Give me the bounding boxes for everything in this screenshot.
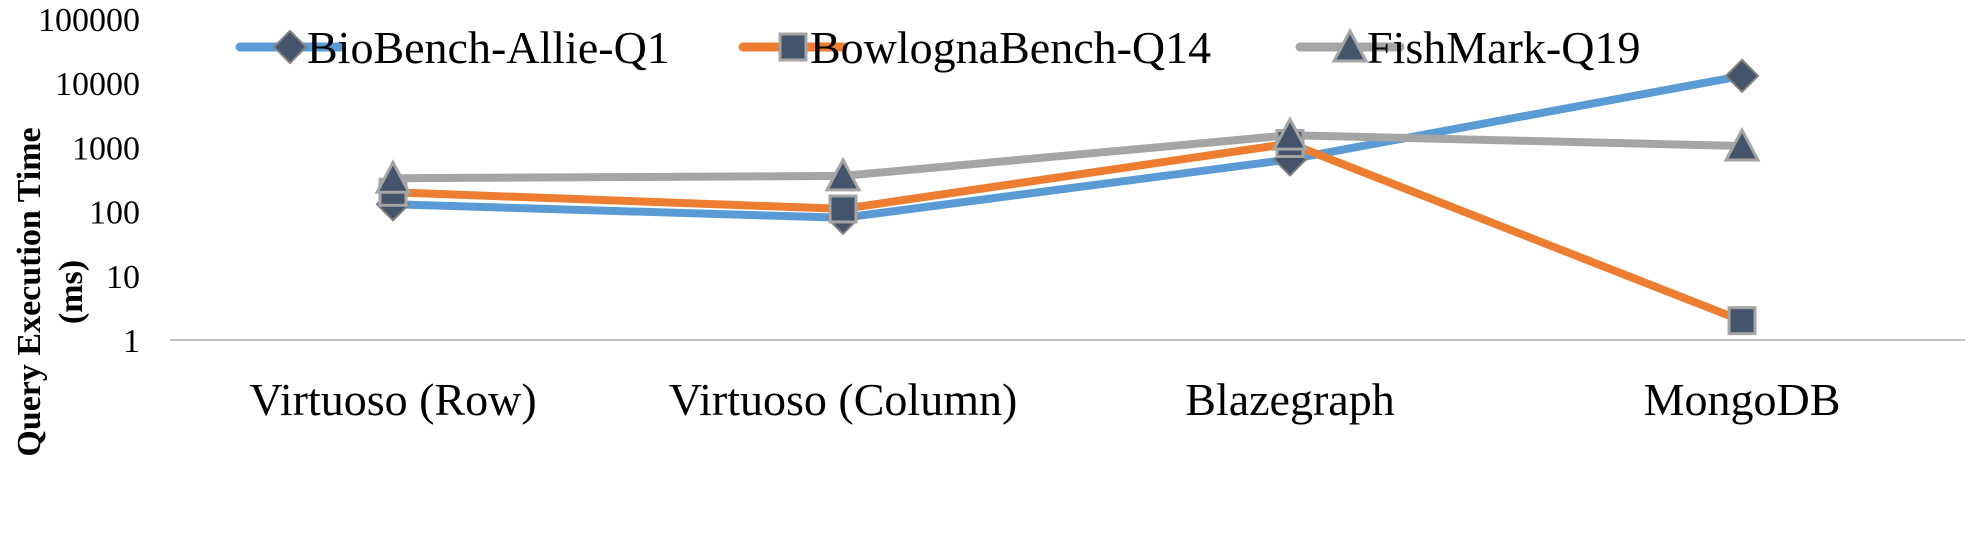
x-tick-label: MongoDB [1644, 374, 1841, 425]
data-point-triangle [374, 159, 412, 194]
x-tick-label: Virtuoso (Column) [669, 374, 1018, 425]
legend-marker-diamond [272, 29, 308, 65]
data-point-diamond [1724, 58, 1760, 94]
y-axis-label-line: Query Execution Time [11, 127, 48, 456]
series-line-BowlognaBench-Q14 [389, 139, 1746, 325]
series-markers [374, 58, 1761, 336]
y-tick-label: 1 [123, 323, 140, 360]
series-line-FishMark-Q19 [389, 131, 1746, 183]
legend-marker-square [778, 32, 808, 62]
y-tick-label: 10000 [55, 66, 140, 103]
x-axis-ticks: Virtuoso (Row) Virtuoso (Column) Blazegrap… [249, 374, 1840, 425]
y-axis-label: Query Execution Time(ms) [11, 127, 90, 456]
legend: BioBench-Allie-Q1 BowlognaBench-Q14 FishMa… [235, 22, 1640, 73]
data-point-triangle [1723, 126, 1761, 162]
legend-label: BioBench-Allie-Q1 [307, 22, 670, 73]
series-line-BioBench-Allie-Q1 [389, 71, 1746, 222]
y-axis-label-line: (ms) [53, 260, 90, 324]
data-point-square [828, 194, 858, 224]
legend-label: FishMark-Q19 [1367, 22, 1640, 73]
y-tick-label: 100 [89, 195, 140, 232]
y-tick-label: 1000 [72, 130, 140, 167]
legend-item: FishMark-Q19 [1295, 22, 1640, 73]
x-tick-label: Virtuoso (Row) [249, 374, 536, 425]
x-tick-label: Blazegraph [1185, 374, 1394, 425]
legend-item: BioBench-Allie-Q1 [235, 22, 670, 73]
legend-marker-triangle [1331, 27, 1369, 63]
y-axis-ticks: 1 10 100 1000 10000 100000 [38, 2, 140, 360]
data-point-square [1727, 306, 1757, 336]
y-tick-label: 100000 [38, 2, 140, 39]
legend-label: BowlognaBench-Q14 [810, 22, 1211, 73]
y-tick-label: 10 [106, 259, 140, 296]
legend-item: BowlognaBench-Q14 [738, 22, 1211, 73]
series-lines [389, 71, 1746, 325]
data-point-triangle [1271, 115, 1309, 151]
data-point-triangle [824, 156, 862, 192]
